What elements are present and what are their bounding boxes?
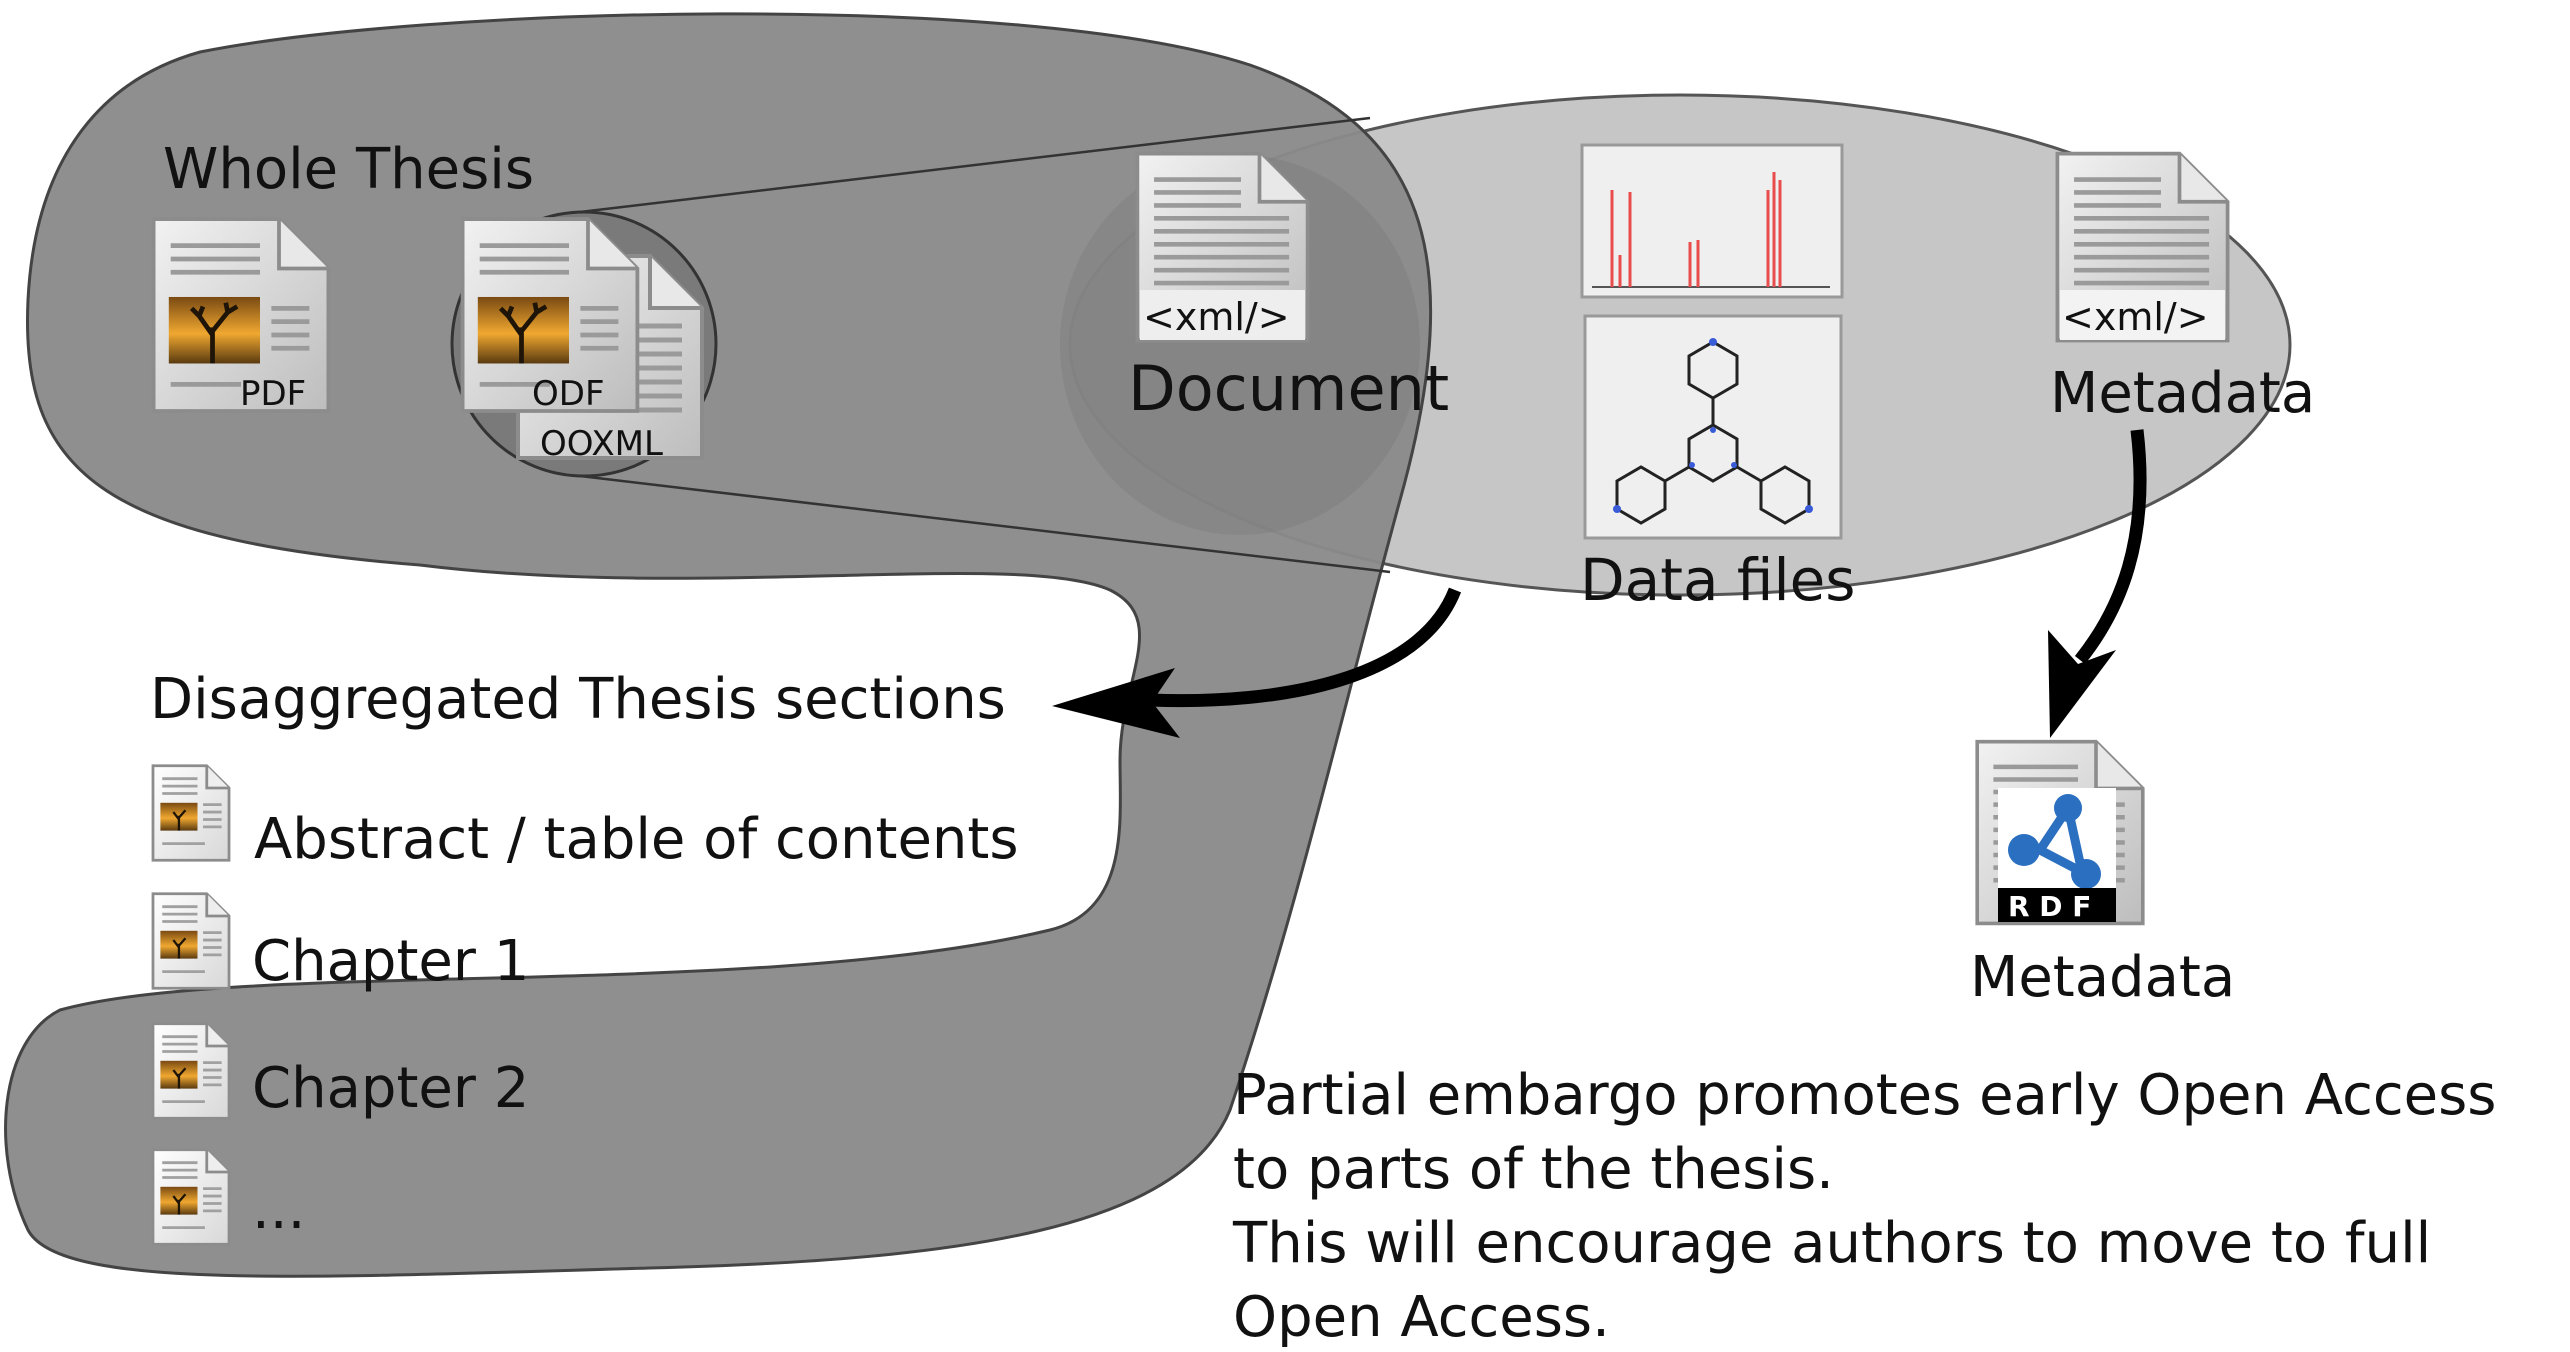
section-item-chapter-2: Chapter 2 bbox=[151, 1022, 529, 1121]
molecule-image bbox=[1583, 314, 1843, 540]
embargo-note: Partial embargo promotes early Open Acce… bbox=[1232, 1063, 2496, 1350]
section-doc-icon bbox=[151, 764, 231, 862]
document-label: Document bbox=[1128, 352, 1449, 425]
rdf-document-icon: R D F bbox=[1977, 742, 2143, 924]
section-item-abstract: Abstract / table of contents bbox=[151, 764, 1019, 872]
whole-thesis-blob bbox=[4, 12, 1433, 1278]
section-label: Chapter 2 bbox=[252, 1056, 529, 1121]
odf-document-icon: ODF bbox=[463, 219, 638, 414]
metadata-label: Metadata bbox=[2050, 361, 2315, 426]
whole-thesis-title: Whole Thesis bbox=[163, 137, 534, 202]
odf-format-label: ODF bbox=[532, 374, 605, 414]
section-doc-icon bbox=[151, 892, 231, 990]
sections-heading: Disaggregated Thesis sections bbox=[150, 667, 1006, 732]
spectrum-image bbox=[1580, 143, 1844, 299]
metadata-xml-icon: <xml/> bbox=[2057, 154, 2227, 341]
section-doc-icon bbox=[151, 1022, 231, 1120]
pdf-document-icon: PDF bbox=[154, 219, 329, 414]
section-item-more: ... bbox=[151, 1148, 305, 1246]
section-label: ... bbox=[252, 1177, 305, 1242]
funnel-line-bottom bbox=[579, 474, 1391, 574]
document-xml-icon: <xml/> bbox=[1137, 154, 1307, 341]
note-line: This will encourage authors to move to f… bbox=[1232, 1211, 2431, 1276]
section-item-chapter-1: Chapter 1 bbox=[151, 892, 529, 994]
pdf-format-label: PDF bbox=[240, 374, 306, 414]
arrow-to-sections bbox=[1052, 587, 1462, 738]
note-line: Partial embargo promotes early Open Acce… bbox=[1233, 1063, 2496, 1128]
section-doc-icon bbox=[151, 1148, 231, 1246]
arrow-to-rdf-metadata bbox=[2048, 429, 2147, 738]
note-line: to parts of the thesis. bbox=[1233, 1137, 1834, 1202]
section-label: Abstract / table of contents bbox=[254, 807, 1019, 872]
document-xml-tag: <xml/> bbox=[1143, 295, 1290, 339]
funnel-line-top bbox=[579, 116, 1371, 214]
ooxml-document-icon: OOXML bbox=[518, 256, 702, 464]
data-files-label: Data files bbox=[1580, 546, 1855, 614]
ooxml-format-label: OOXML bbox=[540, 424, 663, 464]
section-label: Chapter 1 bbox=[252, 929, 529, 994]
rdf-metadata-label: Metadata bbox=[1970, 945, 2235, 1010]
metadata-xml-tag: <xml/> bbox=[2062, 295, 2209, 339]
rdf-badge: R D F bbox=[2008, 890, 2091, 923]
note-line: Open Access. bbox=[1233, 1285, 1610, 1347]
